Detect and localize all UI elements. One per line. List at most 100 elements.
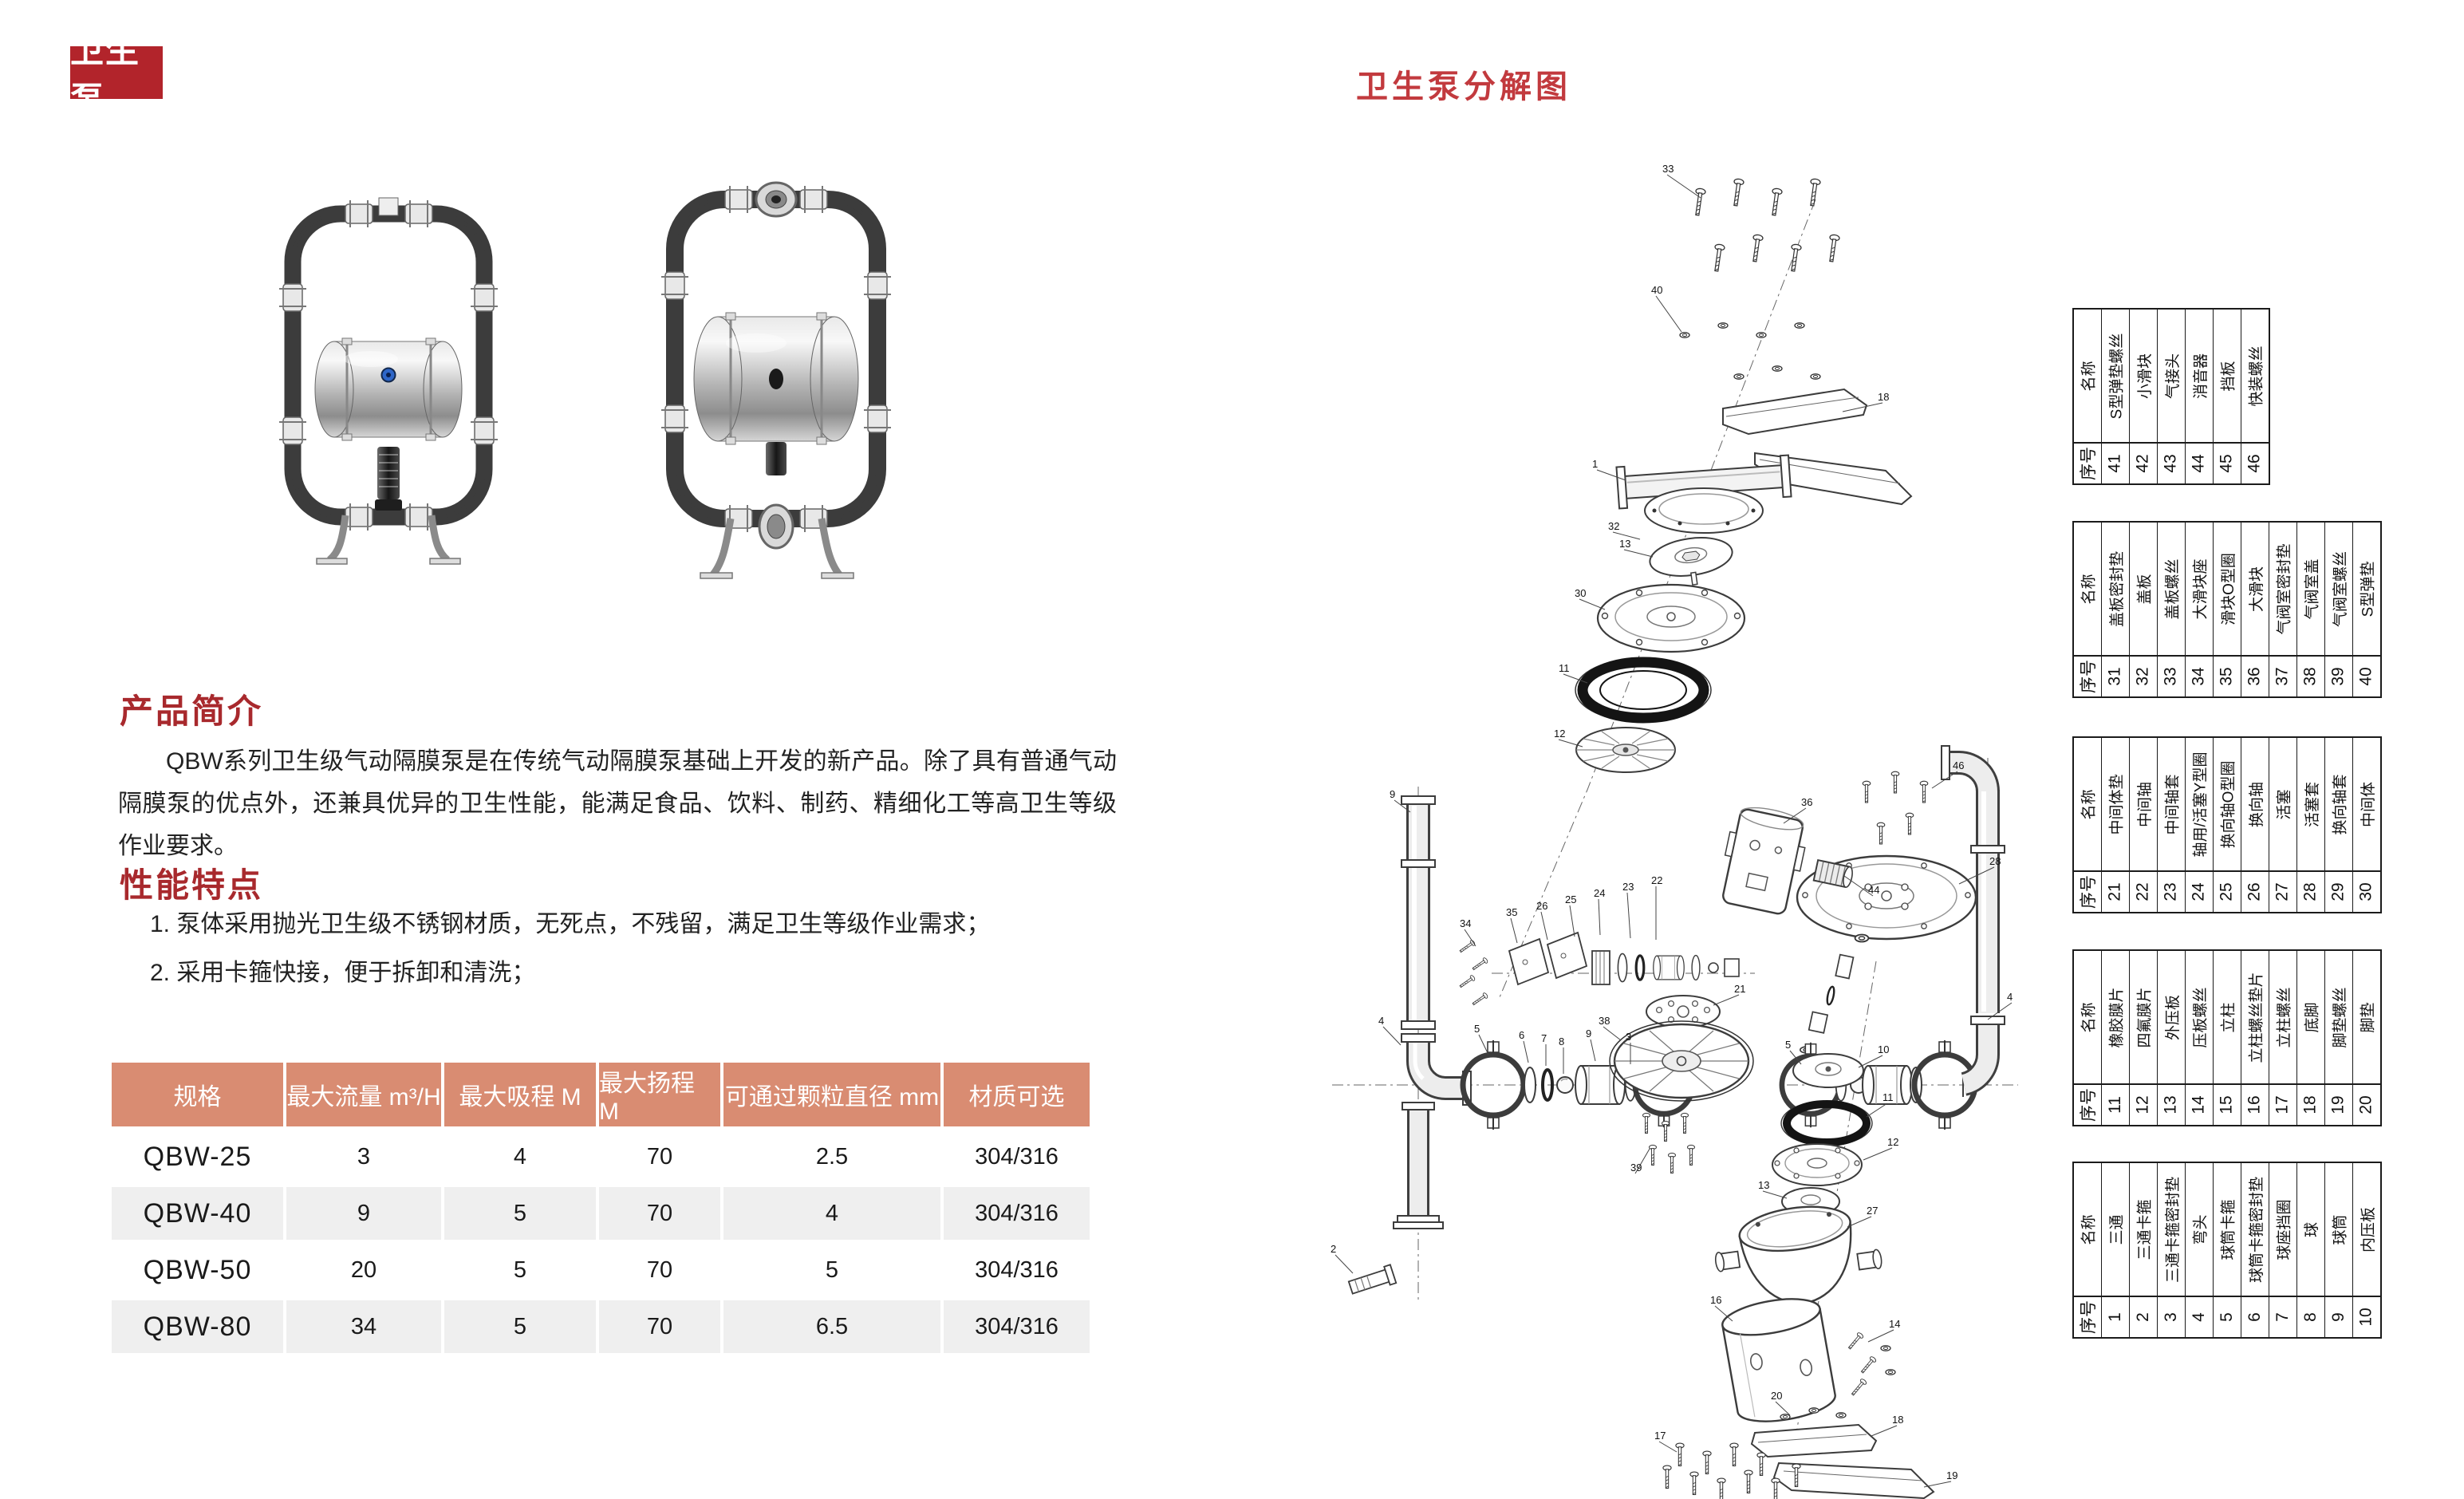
part-name: 大滑块座 (2192, 558, 2210, 620)
part-no: 25 (2217, 882, 2236, 901)
part-number-label: 22 (1651, 874, 1662, 886)
part-name: 盖板密封垫 (2108, 550, 2126, 627)
part-name: 活塞套 (2304, 781, 2321, 827)
leader-line (1523, 1040, 1529, 1063)
leader-line (1603, 1026, 1622, 1041)
parts-name-header-cell: 名称 (2074, 951, 2101, 1085)
parts-header-column: 名称序号 (2074, 951, 2102, 1125)
cover-plate-disc (1596, 583, 1746, 653)
part-no: 7 (2273, 1312, 2292, 1322)
part-no-cell: 42 (2130, 444, 2157, 483)
part-name-cell: 弯头 (2186, 1163, 2213, 1297)
part-number-label: 10 (1878, 1043, 1889, 1055)
part-number-label: 13 (1758, 1179, 1769, 1191)
part-no-cell: 23 (2158, 872, 2185, 912)
part-no: 37 (2273, 667, 2292, 686)
part-name-cell: 盖板密封垫 (2102, 523, 2129, 657)
part-no: 12 (2133, 1095, 2152, 1114)
part-no: 35 (2217, 667, 2236, 686)
part-name-cell: 气接头 (2158, 310, 2185, 444)
part-name: 球筒卡箍密封垫 (2248, 1176, 2265, 1283)
part-no: 5 (2218, 1312, 2236, 1322)
shaft-parts-column (1800, 933, 1870, 1054)
dome-screw-group (1642, 1112, 1695, 1174)
part-number-label: 39 (1630, 1162, 1642, 1174)
part-name: 三通卡箍 (2136, 1198, 2154, 1260)
leader-line (1634, 1148, 1650, 1174)
part-name-cell: 球筒 (2325, 1163, 2352, 1297)
spec-value-cell: 70 (599, 1300, 720, 1353)
part-number-label: 25 (1565, 893, 1576, 905)
part-no: 20 (2356, 1095, 2375, 1114)
leader-line (1478, 1034, 1489, 1055)
part-name: 中间体垫 (2108, 773, 2126, 835)
part-name: 轴用/活塞Y型圈 (2192, 751, 2210, 857)
part-name-cell: 立柱 (2214, 951, 2241, 1085)
part-number-label: 6 (1519, 1029, 1524, 1041)
part-no: 4 (2190, 1312, 2208, 1322)
part-name-cell: 中间体 (2353, 738, 2380, 872)
part-name-cell: 四氟膜片 (2130, 951, 2157, 1085)
part-name-cell: 三通 (2102, 1163, 2129, 1297)
leader-line (1655, 295, 1682, 333)
part-no-cell: 22 (2130, 872, 2157, 912)
part-name: 滑块O型圈 (2220, 552, 2237, 625)
top-sight-ferrule (755, 181, 798, 218)
leader-line (1958, 866, 1995, 885)
part-no-cell: 7 (2269, 1297, 2296, 1337)
part-no-cell: 28 (2297, 872, 2324, 912)
part-name: 消音器 (2192, 353, 2210, 399)
muffler (1812, 858, 1853, 889)
part-number-label: 27 (1867, 1205, 1878, 1217)
part-name: 弯头 (2192, 1213, 2210, 1245)
part-name: S型弹垫螺丝 (2108, 333, 2126, 419)
cover-dome (1644, 487, 1764, 534)
part-no: 43 (2161, 454, 2180, 473)
part-number-label: 3 (1626, 1031, 1631, 1043)
part-no: 24 (2189, 882, 2208, 901)
part-name: 立柱 (2220, 1001, 2237, 1033)
part-no: 45 (2217, 454, 2236, 473)
part-no-cell: 18 (2297, 1085, 2324, 1125)
parts-name-header: 名称 (2080, 788, 2098, 820)
part-no: 8 (2301, 1312, 2320, 1322)
part-name: 压板螺丝 (2192, 986, 2210, 1048)
part-no-cell: 46 (2241, 444, 2269, 483)
pump-drum (314, 337, 463, 441)
leader-line (1569, 905, 1575, 937)
pump-loop-pipe (284, 205, 493, 526)
part-no-cell: 41 (2102, 444, 2129, 483)
part-name: 盖板螺丝 (2164, 558, 2182, 620)
part-name-cell: 轴用/活塞Y型圈 (2186, 738, 2213, 872)
parts-column: 轴用/活塞Y型圈 24 (2186, 738, 2214, 912)
leader-line (1866, 1103, 1888, 1118)
part-name: S型弹垫 (2360, 561, 2377, 617)
part-no-cell: 38 (2297, 657, 2324, 696)
part-no: 3 (2162, 1312, 2180, 1322)
part-number-label: 20 (1771, 1390, 1782, 1402)
spec-value-cell: 70 (599, 1187, 720, 1240)
part-name: 气阀室密封垫 (2276, 542, 2293, 635)
parts-header-column: 名称序号 (2074, 738, 2102, 912)
lower-diaphragm-stack (1772, 1053, 1873, 1216)
parts-column: 弯头 4 (2186, 1163, 2214, 1337)
part-name-cell: 气阀室盖 (2297, 523, 2324, 657)
spec-header-cell: 最大流量 m³/H (286, 1063, 441, 1126)
part-no: 21 (2105, 882, 2124, 901)
part-no-cell: 2 (2130, 1297, 2157, 1337)
parts-name-header-cell: 名称 (2074, 310, 2101, 444)
leader-line (1858, 1055, 1883, 1068)
leader-line (1558, 739, 1583, 748)
